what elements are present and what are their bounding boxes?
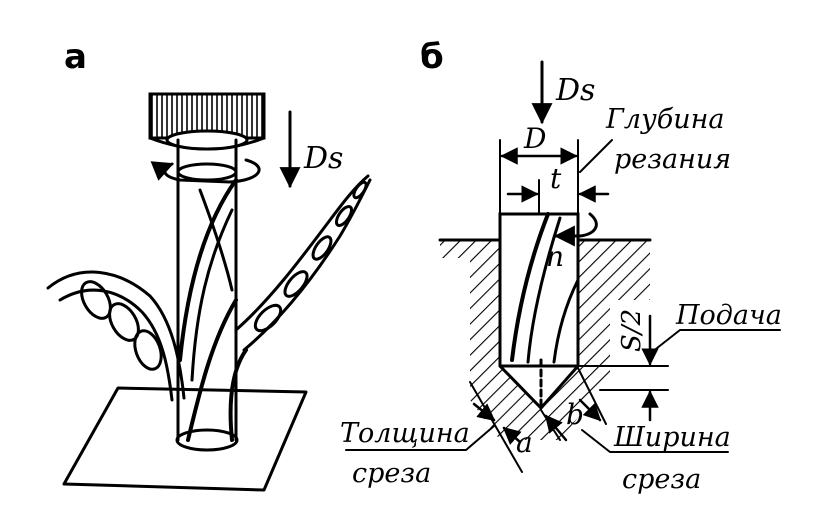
workpiece-plate [62,386,308,492]
feed-label: Подача [675,300,782,331]
panel-a: а Ds [46,37,372,492]
thickness-symbol: a [516,426,533,459]
spindle-chuck [148,92,266,151]
panel-b: б Ds n D t [340,37,782,495]
panel-b-label: б [420,37,444,77]
thickness-label-line2: среза [352,458,431,489]
half-feed-label: S/2 [617,309,647,352]
rotation-arrow-b [553,212,598,247]
chip-left [46,270,186,402]
width-label-line1: Ширина [613,422,731,453]
thickness-label-line1: Толщина [340,418,470,449]
width-dimension: b Ширина среза [540,367,731,495]
diameter-dimension: D [499,122,579,215]
rotation-label: n [546,240,564,273]
depth-dimension: t Глубина резания [506,104,731,215]
thickness-dimension: a Толщина среза [340,381,533,489]
panel-a-label: а [64,37,87,77]
depth-label-line2: резания [614,144,731,175]
rotation-arrow-a [150,158,261,184]
diameter-label: D [523,122,546,155]
chip-right [228,174,372,442]
feed-label-b: Ds [555,73,595,108]
feed-label-a: Ds [303,141,343,176]
width-symbol: b [566,398,584,431]
drill-a [175,138,239,452]
depth-label-line1: Глубина [605,104,724,135]
depth-symbol: t [550,162,562,195]
feed-dimension: S/2 Подача [579,300,782,422]
width-label-line2: среза [622,464,701,495]
workpiece-section [440,240,650,440]
